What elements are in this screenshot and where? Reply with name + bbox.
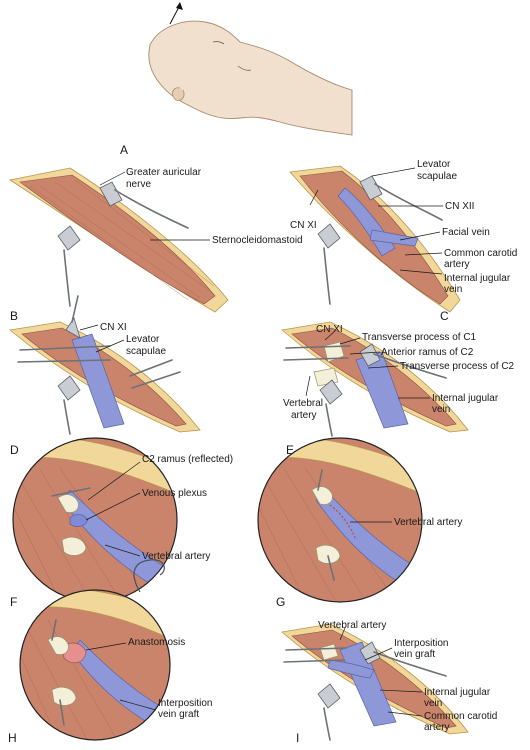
panel-b-label-2: nerve bbox=[126, 179, 151, 190]
panel-d-letter: D bbox=[10, 443, 19, 457]
panel-e-label-1: CN XI bbox=[316, 324, 343, 335]
panel-f-label-2: Venous plexus bbox=[142, 488, 207, 499]
ear-illustration bbox=[172, 87, 185, 101]
panel-f-letter: F bbox=[10, 595, 17, 609]
panel-c-label-3: CN XII bbox=[445, 201, 474, 212]
panel-e-label-2: Transverse process of C1 bbox=[362, 332, 477, 343]
panel-a-letter: A bbox=[120, 143, 128, 157]
panel-e-label-6: artery bbox=[291, 410, 317, 421]
panel-c-label-9: vein bbox=[444, 284, 462, 295]
panel-c-label-8: Internal jugular bbox=[444, 273, 511, 284]
panel-f-illustration bbox=[12, 437, 178, 603]
panel-i-label-7: artery bbox=[424, 722, 450, 733]
panel-h-label-3: vein graft bbox=[158, 709, 199, 720]
panel-b-label-1: Greater auricular bbox=[126, 167, 202, 178]
panel-i-label-1: Vertebral artery bbox=[318, 620, 386, 631]
panel-e-label-4: Transverse process of C2 bbox=[400, 361, 515, 372]
panel-e-label-7: Internal jugular bbox=[432, 393, 499, 404]
panel-e-illustration bbox=[281, 321, 469, 437]
panel-g-illustration bbox=[257, 437, 423, 603]
panel-c-label-5: Facial vein bbox=[442, 227, 490, 238]
panel-i-label-4: Internal jugular bbox=[424, 687, 491, 698]
panel-i-illustration bbox=[281, 623, 469, 741]
panel-d-label-2: Levator bbox=[126, 334, 160, 345]
panel-d-label-3: scapulae bbox=[126, 346, 166, 357]
panel-d-label-1: CN XI bbox=[100, 322, 127, 333]
arrow-head-icon bbox=[176, 2, 183, 10]
panel-c-label-2: scapulae bbox=[417, 171, 457, 182]
panel-i-label-5: vein bbox=[424, 698, 442, 709]
panel-c-label-1: Levator bbox=[417, 159, 451, 170]
panel-c-label-6: Common carotid bbox=[444, 248, 517, 259]
panel-e-label-8: vein bbox=[432, 404, 450, 415]
panel-c-letter: C bbox=[440, 309, 449, 323]
panel-e-letter: E bbox=[286, 443, 294, 457]
panel-b-label-3: Sternocleidomastoid bbox=[212, 235, 303, 246]
panel-i-letter: I bbox=[296, 731, 299, 745]
panel-e-label-5: Vertebral bbox=[283, 398, 323, 409]
panel-c-illustration bbox=[289, 165, 461, 313]
panel-h-label-2: Interposition bbox=[158, 698, 212, 709]
eye-illustration bbox=[212, 41, 225, 45]
mouth-illustration bbox=[237, 65, 252, 71]
panel-h-letter: H bbox=[8, 731, 17, 745]
panel-h-illustration bbox=[19, 559, 171, 741]
panel-e-label-3: Anterior ramus of C2 bbox=[381, 347, 474, 358]
panel-h-label-1: Anastomosis bbox=[128, 637, 185, 648]
panel-i-label-3: vein graft bbox=[394, 649, 435, 660]
head-illustration bbox=[148, 20, 353, 136]
panel-c-label-4: CN XI bbox=[290, 220, 317, 231]
panel-d-illustration bbox=[9, 295, 201, 435]
panel-f-label-1: C2 ramus (reflected) bbox=[142, 454, 233, 465]
panel-b-letter: B bbox=[10, 309, 18, 323]
panel-g-letter: G bbox=[276, 595, 285, 609]
panel-g-label-1: Vertebral artery bbox=[394, 517, 462, 528]
panel-i-label-6: Common carotid bbox=[424, 711, 497, 722]
panel-i-label-2: Interposition bbox=[394, 638, 448, 649]
panel-f-label-3: Vertebral artery bbox=[142, 551, 210, 562]
panel-c-label-7: artery bbox=[444, 259, 470, 270]
panel-a-illustration bbox=[148, 2, 353, 136]
panel-b-illustration bbox=[8, 167, 229, 313]
